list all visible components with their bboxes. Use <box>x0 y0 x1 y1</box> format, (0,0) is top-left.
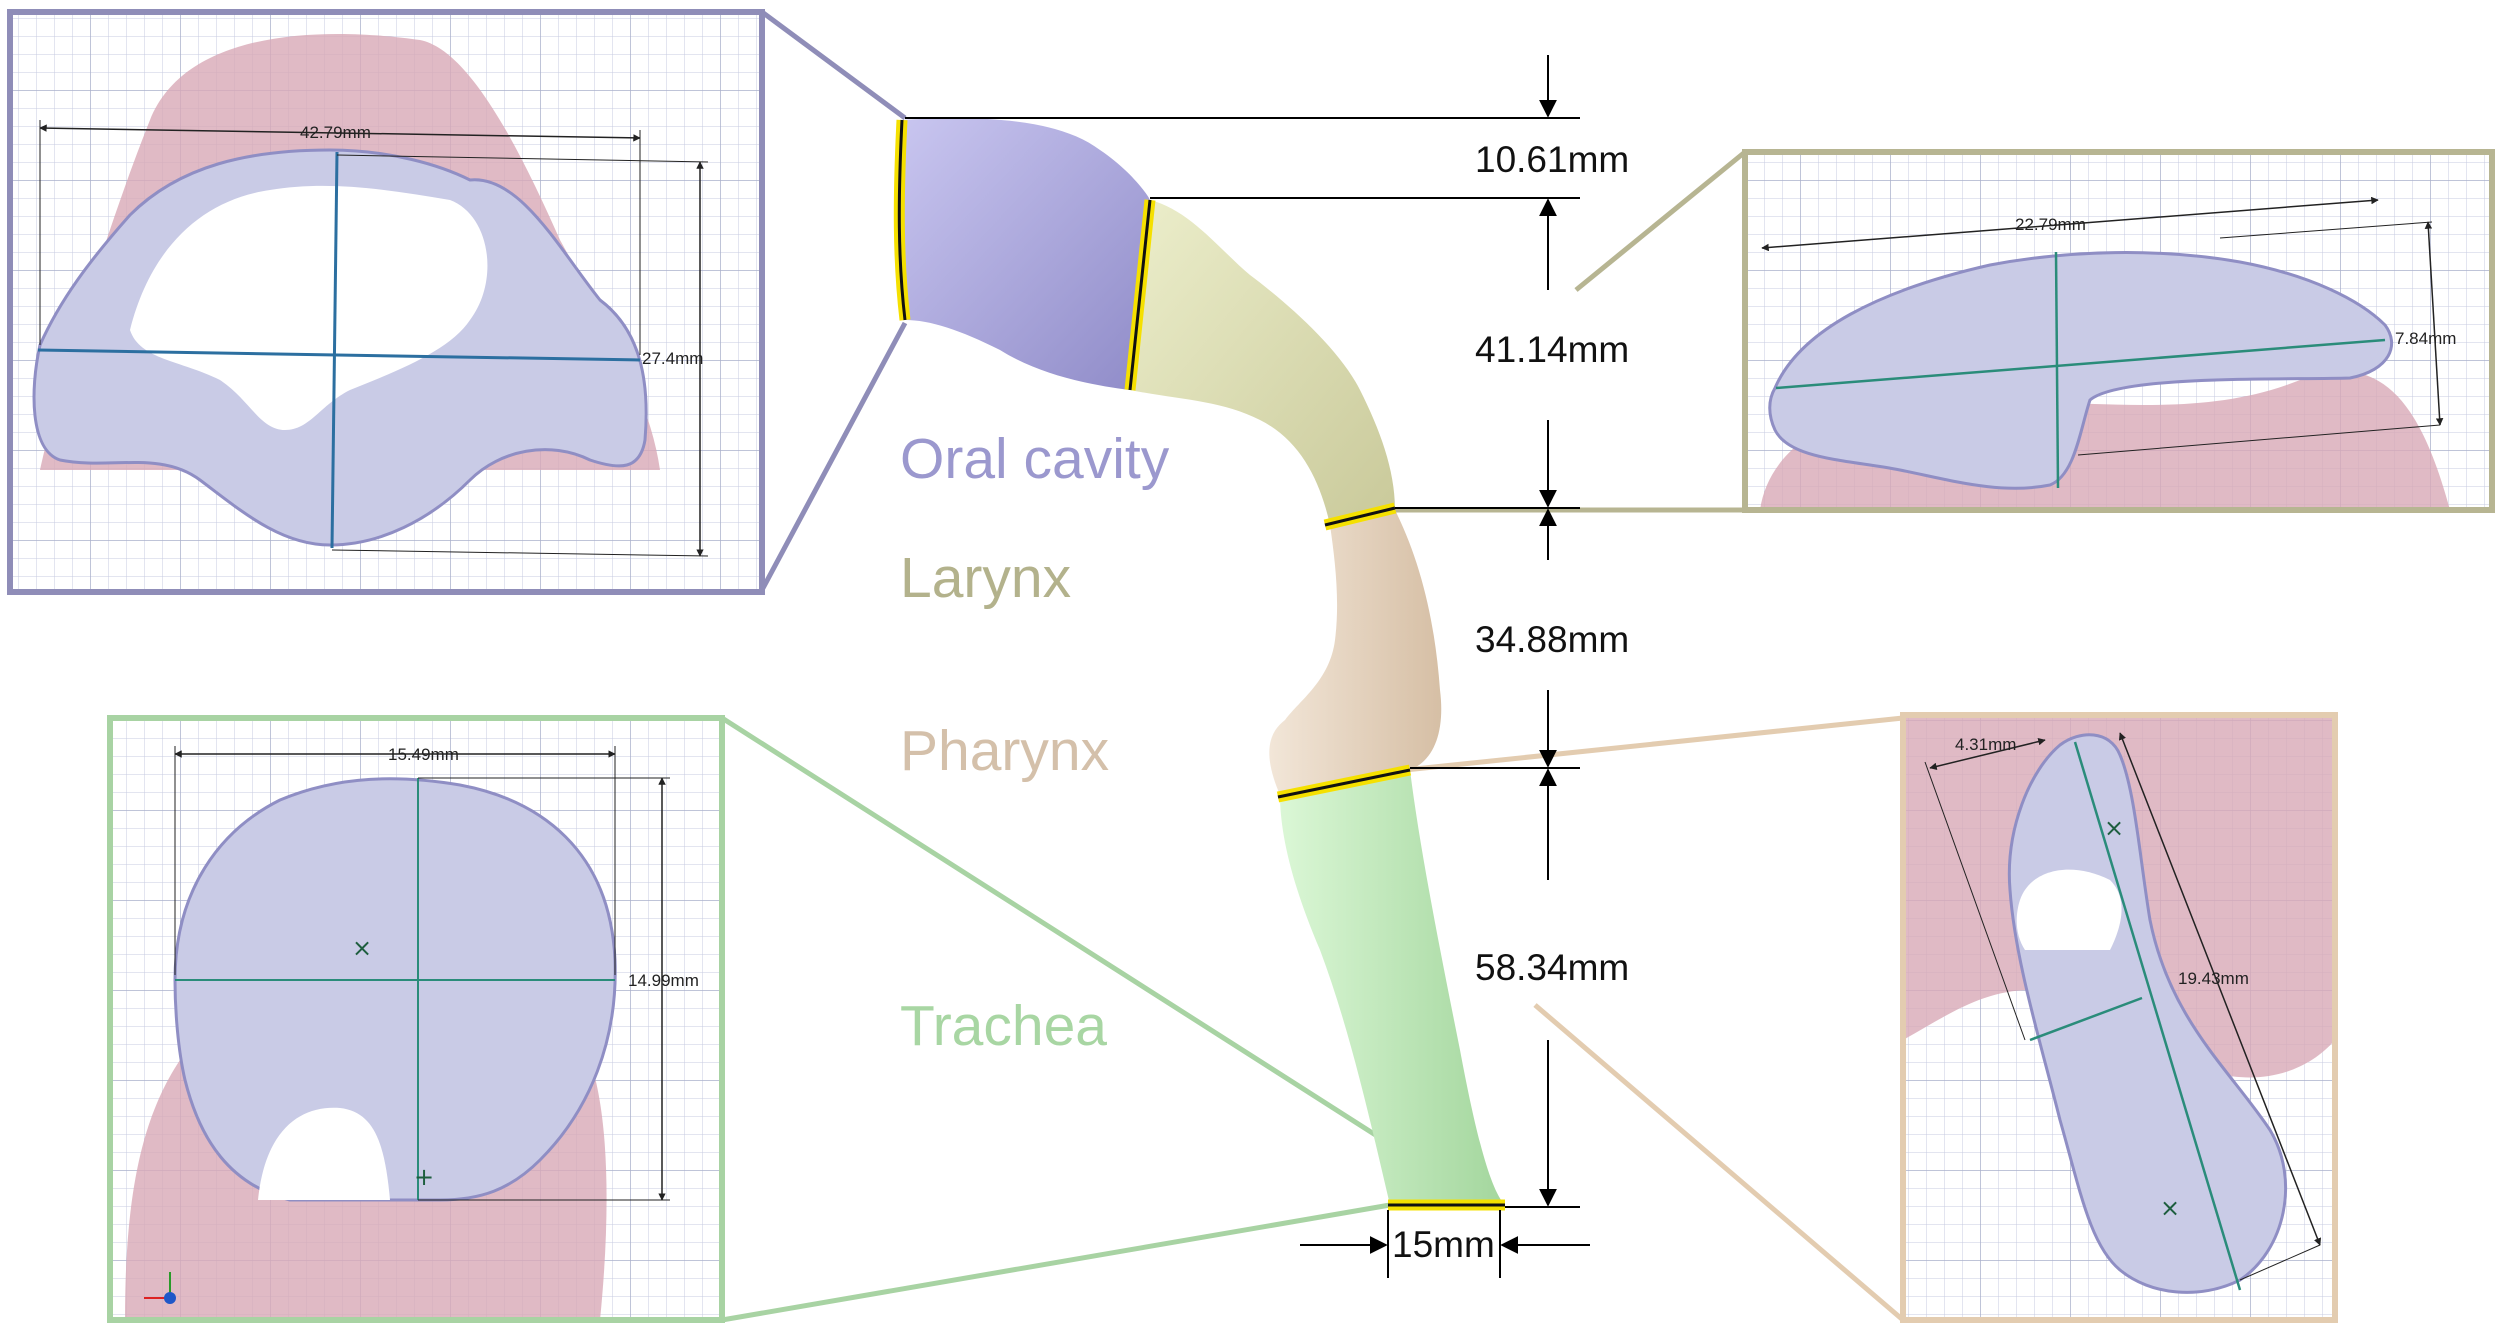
pharynx-hole <box>2016 869 2122 950</box>
trachea-frame <box>107 715 725 1323</box>
pharynx-width-label: 4.31mm <box>1955 735 2016 754</box>
trachea-width-label: 15.49mm <box>388 745 459 764</box>
inset-larynx: 22.79mm 7.84mm <box>1742 149 2495 513</box>
pharynx-bottom-line <box>1277 768 1411 799</box>
larynx-width-label: 22.79mm <box>2015 215 2086 234</box>
pharynx-frame <box>1900 712 2338 1323</box>
connector-lines <box>720 9 1905 1323</box>
trachea-cross-section <box>173 777 617 1202</box>
trachea-base-mark: + <box>414 1163 434 1191</box>
trachea-connector <box>720 715 1492 1323</box>
oral-frame <box>7 9 765 595</box>
larynx-cross-section <box>1768 251 2394 490</box>
oral-width-line <box>39 124 641 142</box>
oral-connector <box>759 9 908 592</box>
pharynx-lower-mark: × <box>2160 1194 2180 1222</box>
pharynx-connector <box>1404 715 1905 1322</box>
region-labels: Oral cavity Larynx Pharynx Trachea <box>900 427 1170 1058</box>
larynx-ext-t <box>2219 221 2433 239</box>
oral-ext-b <box>331 549 709 557</box>
inset-oral-cavity: 42.79mm 27.4mm <box>7 9 765 595</box>
oral-height-label: 27.4mm <box>642 349 703 368</box>
label-larynx: Larynx <box>900 546 1071 610</box>
larynx-bottom-line <box>1324 506 1396 527</box>
dimension-labels: 10.61mm 41.14mm 34.88mm 58.34mm 15mm <box>1392 139 1629 1265</box>
pharynx-upper-mark: × <box>2104 814 2124 842</box>
pharynx-ext-b <box>2239 1244 2321 1281</box>
oral-axis-v <box>330 151 339 549</box>
pharynx-ext-a <box>1924 761 2026 1041</box>
inset-pharynx: × × 4.31mm 19.43mm <box>1900 712 2338 1323</box>
trachea-segment <box>1280 770 1505 1205</box>
oral-hole <box>130 185 488 430</box>
larynx-frame <box>1742 149 2495 513</box>
label-oral-cavity: Oral cavity <box>900 427 1170 491</box>
dimension-lines <box>905 55 1590 1278</box>
larynx-segment <box>1130 200 1395 525</box>
trachea-hole <box>258 1107 390 1200</box>
oral-width-label: 42.79mm <box>300 123 371 142</box>
larynx-connector <box>1395 150 1747 513</box>
dim-34-88: 34.88mm <box>1475 619 1629 660</box>
larynx-axis-h <box>1775 338 2386 390</box>
larynx-height-label: 7.84mm <box>2395 329 2456 348</box>
larynx-top-line <box>1128 199 1152 391</box>
pharynx-length-label: 19.43mm <box>2178 969 2249 988</box>
pharynx-length-line <box>2118 732 2322 1246</box>
oral-axis-h <box>37 348 641 362</box>
label-pharynx: Pharynx <box>900 719 1109 783</box>
oral-cavity-segment <box>898 118 1150 390</box>
label-trachea: Trachea <box>900 994 1107 1058</box>
trachea-center-mark: × <box>352 934 372 962</box>
axis-triad-icon <box>144 1272 176 1304</box>
dim-width: 15mm <box>1392 1224 1495 1265</box>
dim-10-61: 10.61mm <box>1475 139 1629 180</box>
oral-section-line <box>897 119 907 321</box>
pharynx-segment <box>1269 510 1442 795</box>
trachea-height-label: 14.99mm <box>628 971 699 990</box>
airway-model <box>893 118 1505 1211</box>
larynx-height-line <box>2424 221 2444 426</box>
dim-41-14: 41.14mm <box>1475 329 1629 370</box>
larynx-ext-b <box>2077 424 2441 456</box>
larynx-width-line <box>1761 196 2379 252</box>
pharynx-width-line <box>1929 737 2046 771</box>
oral-ext-t <box>336 154 709 163</box>
larynx-axis-v <box>2054 251 2060 489</box>
dim-58-34: 58.34mm <box>1475 947 1629 988</box>
inset-trachea: × + 15.49mm 14.99mm <box>107 715 725 1323</box>
